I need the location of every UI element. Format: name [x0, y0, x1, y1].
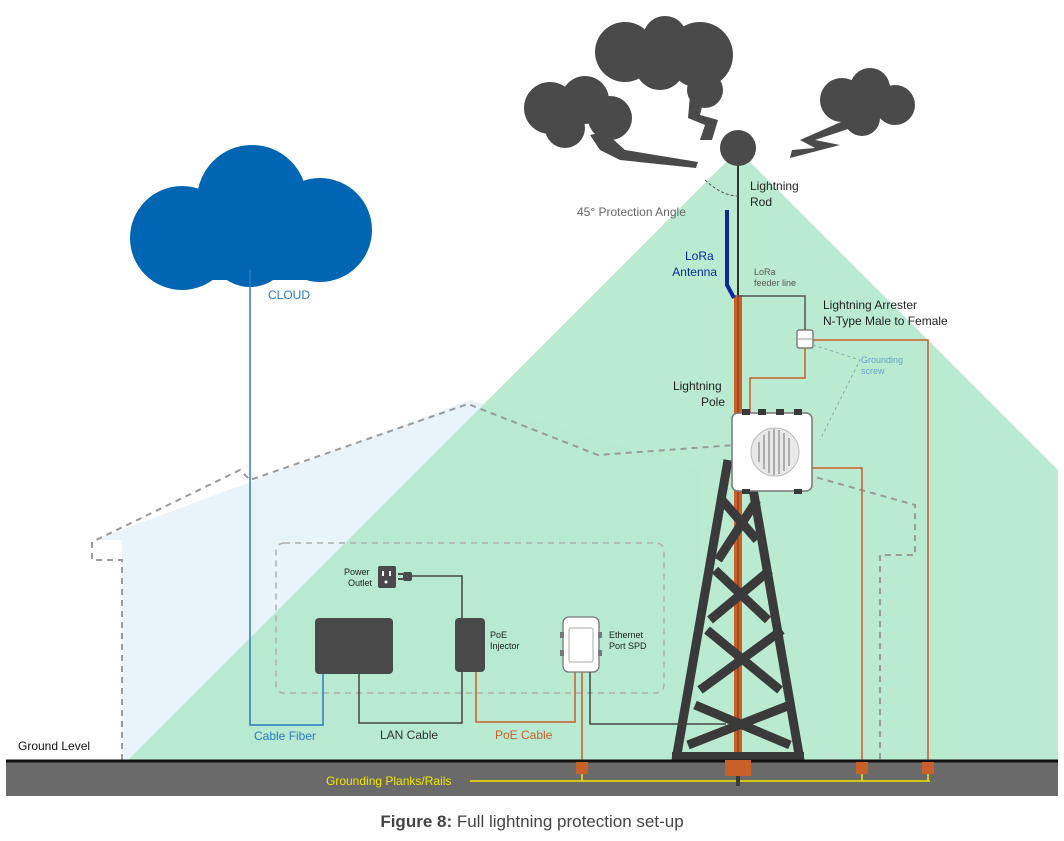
lightning-rod-label: Lightning Rod: [750, 179, 802, 209]
tower-lattice: [671, 459, 805, 761]
poe-cable-line: [475, 672, 576, 723]
lora-antenna: [725, 210, 736, 299]
cloud-label: CLOUD: [268, 288, 310, 302]
power-cord: [412, 575, 463, 618]
ground-terminal: [856, 762, 868, 774]
figure-caption-prefix: Figure 8:: [380, 812, 453, 831]
ethernet-spd-label: Ethernet Port SPD: [609, 630, 647, 651]
figure-caption-text: Full lightning protection set-up: [452, 812, 684, 831]
lan-cable-label: LAN Cable: [380, 728, 438, 742]
figure-caption: Figure 8: Full lightning protection set-…: [0, 812, 1064, 832]
lan-cable-line: [358, 672, 463, 724]
router-device: [315, 618, 393, 674]
grounding-screw-line: [812, 344, 861, 441]
power-outlet-label: Power Outlet: [344, 567, 373, 588]
poe-cable-label: PoE Cable: [495, 728, 553, 742]
arrester-label: Lightning Arrester N-Type Male to Female: [823, 298, 948, 328]
power-outlet-icon: [378, 566, 396, 588]
poe-injector-label: PoE Injector: [490, 630, 520, 651]
lora-feeder-line: [738, 295, 806, 330]
lightning-rod-ball: [720, 130, 756, 166]
gateway-ground-line: [812, 467, 863, 768]
house-outline: [91, 402, 916, 760]
cloud-icon: [130, 145, 372, 290]
power-plug-icon: [398, 572, 412, 581]
indoor-area: [275, 542, 665, 694]
lightning-pole-label: Lightning Pole: [673, 379, 725, 409]
grounding-screw-label: Grounding screw: [861, 355, 906, 376]
gateway-vent: [750, 427, 800, 477]
ground-surface: [6, 760, 1058, 796]
ground-level-label: Ground Level: [18, 739, 90, 753]
protection-angle-arc: [704, 179, 739, 197]
tower-base: [672, 752, 804, 762]
arrester-to-gateway: [749, 348, 806, 415]
ground-terminal: [922, 762, 934, 774]
cable-fiber-line: [249, 270, 324, 726]
protection-angle-label: 45° Protection Angle: [577, 205, 686, 219]
poe-injector-device: [455, 618, 485, 672]
arrester-ground-line: [813, 339, 929, 768]
protection-cone: [128, 150, 1058, 760]
spd-to-gateway-cable: [589, 672, 726, 725]
storm-cloud-icon: [524, 16, 915, 148]
ethernet-spd-device: [560, 616, 602, 673]
ground-terminal-main: [725, 760, 751, 776]
ground-terminal: [576, 762, 588, 774]
cable-fiber-label: Cable Fiber: [254, 729, 316, 743]
grounding-planks-label: Grounding Planks/Rails: [326, 774, 451, 788]
lora-antenna-label: LoRa Antenna: [672, 249, 717, 279]
feeder-line-label: LoRa feeder line: [754, 267, 796, 288]
gateway-device: [731, 409, 813, 494]
lightning-bolt-icon: [590, 95, 860, 168]
